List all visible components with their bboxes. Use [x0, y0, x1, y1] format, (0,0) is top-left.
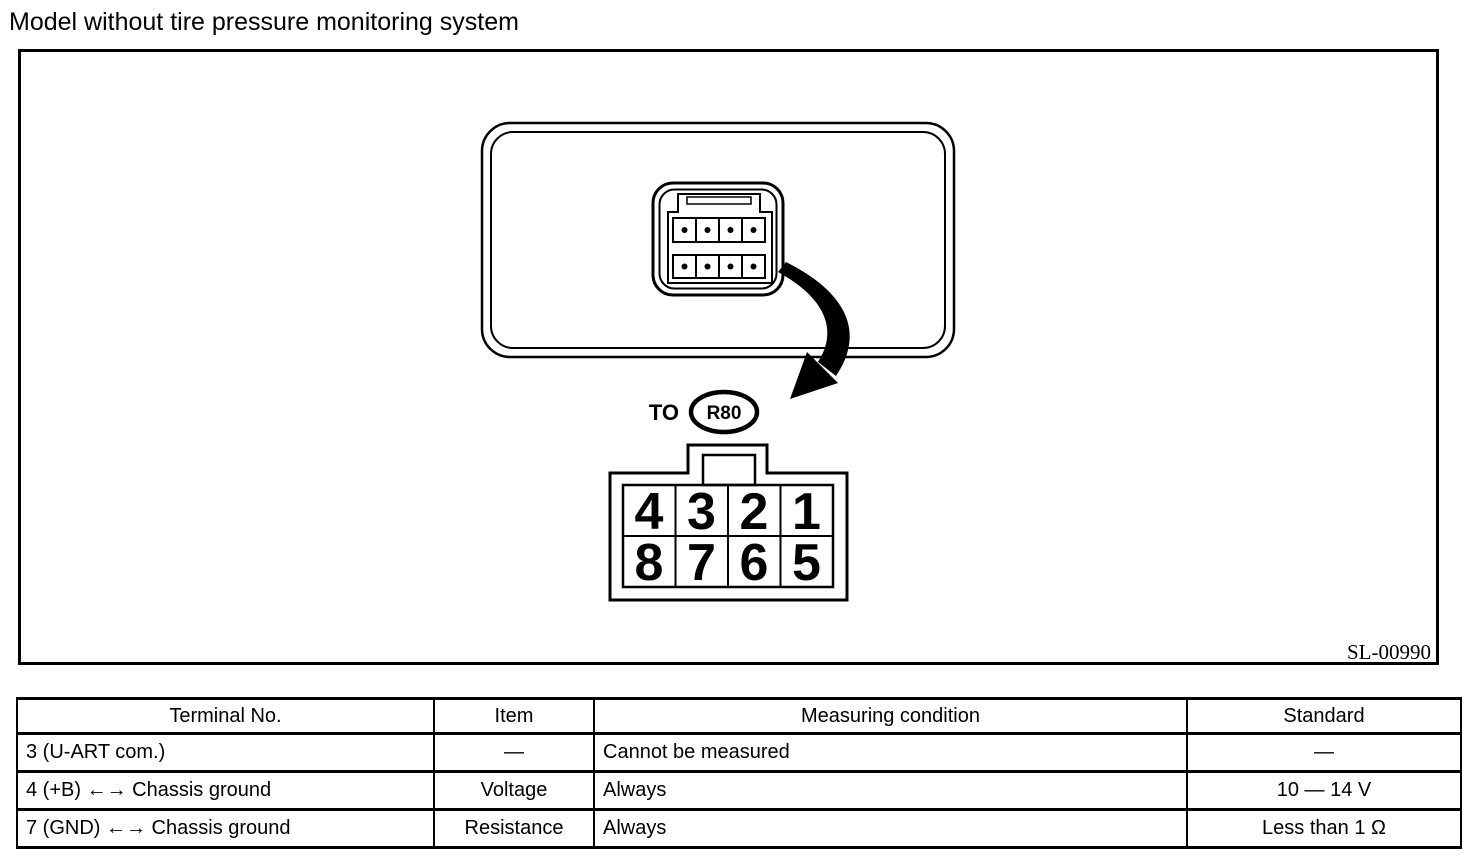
cell-item: Resistance	[433, 808, 595, 849]
cell-terminal: 7 (GND) ←→ Chassis ground	[16, 808, 435, 849]
cell-standard: Less than 1 Ω	[1186, 808, 1462, 849]
cell-terminal: 3 (U-ART com.)	[16, 732, 435, 773]
figure-panel	[18, 49, 1439, 665]
cell-item: Voltage	[433, 770, 595, 811]
page-title: Model without tire pressure monitoring s…	[9, 8, 519, 36]
cell-standard: 10 — 14 V	[1186, 770, 1462, 811]
col-header-standard: Standard	[1186, 697, 1462, 735]
cell-measuring-condition: Cannot be measured	[593, 732, 1188, 773]
cell-item: —	[433, 732, 595, 773]
col-header-item: Item	[433, 697, 595, 735]
table-header-row: Terminal No. Item Measuring condition St…	[16, 697, 1462, 735]
cell-terminal: 4 (+B) ←→ Chassis ground	[16, 770, 435, 811]
table-row: 7 (GND) ←→ Chassis ground Resistance Alw…	[16, 808, 1462, 849]
cell-standard: —	[1186, 732, 1462, 773]
table-row: 3 (U-ART com.) — Cannot be measured —	[16, 732, 1462, 773]
col-header-terminal: Terminal No.	[16, 697, 435, 735]
cell-measuring-condition: Always	[593, 770, 1188, 811]
terminal-table: Terminal No. Item Measuring condition St…	[16, 697, 1462, 849]
table-row: 4 (+B) ←→ Chassis ground Voltage Always …	[16, 770, 1462, 811]
col-header-measuring-condition: Measuring condition	[593, 697, 1188, 735]
cell-measuring-condition: Always	[593, 808, 1188, 849]
